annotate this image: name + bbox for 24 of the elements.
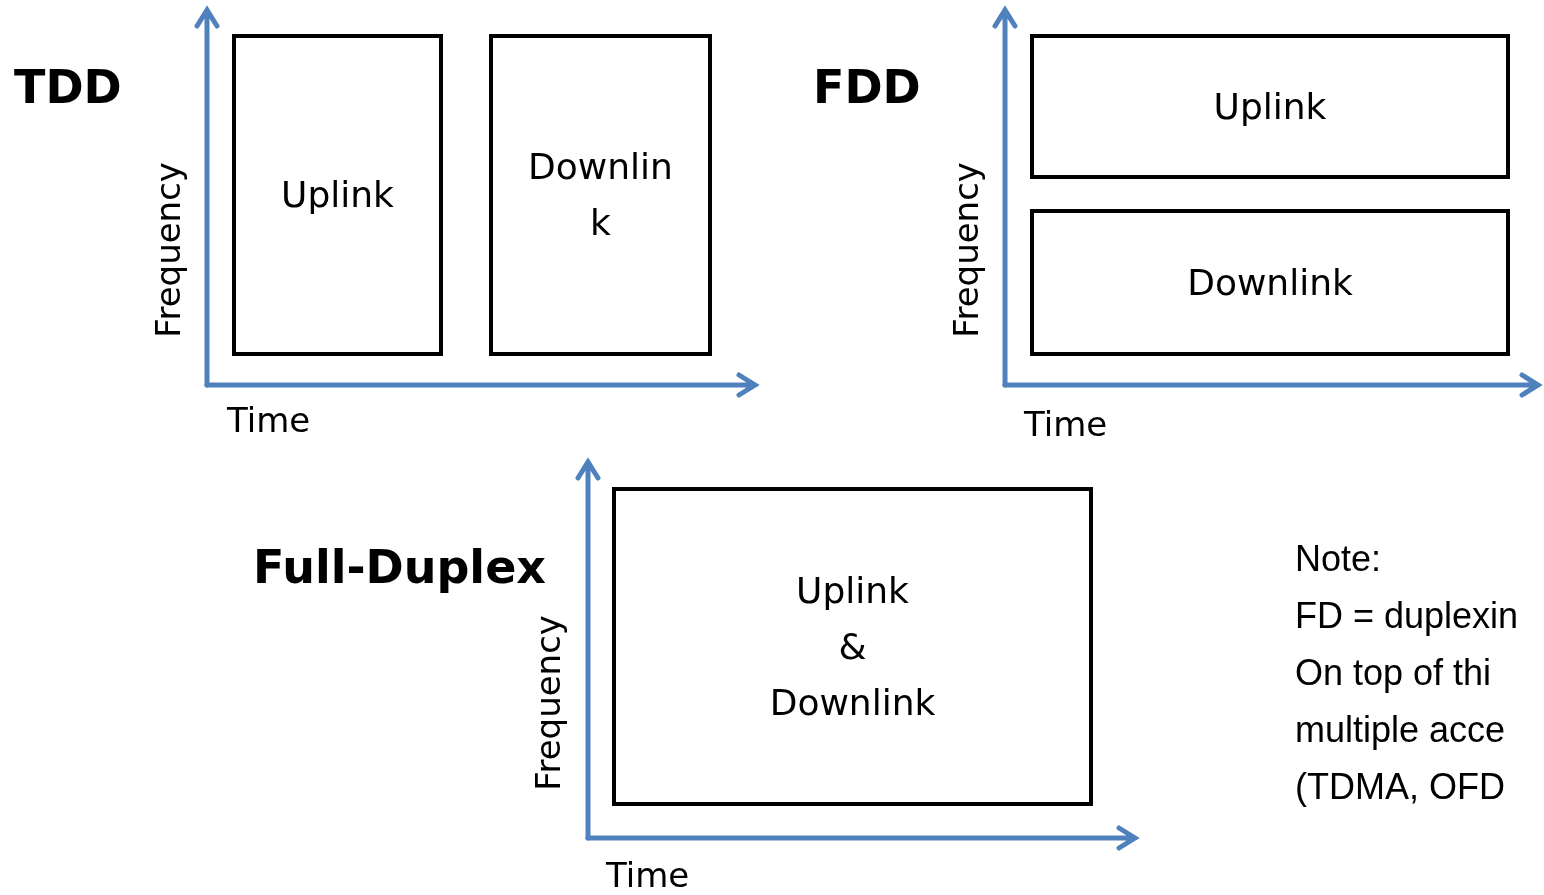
note-text: (TDMA, OFD [1295, 766, 1505, 808]
box-label: Uplink [1213, 84, 1327, 129]
band-box [232, 34, 443, 356]
axis-label: Frequency [946, 162, 986, 338]
note-text: multiple acce [1295, 709, 1506, 751]
band-box [1030, 209, 1510, 356]
panel-title: TDD [14, 60, 122, 114]
box-label: Uplink & Downlink [769, 568, 936, 725]
box-label: Downlink [527, 145, 674, 245]
band-box [1030, 34, 1510, 179]
panel-title: Full-Duplex [253, 540, 546, 594]
panel-title: FDD [813, 60, 921, 114]
axis-label: Time [227, 400, 311, 440]
axis-label: Time [606, 855, 690, 895]
note-text: FD = duplexin [1295, 595, 1519, 637]
box-label: Uplink [281, 173, 394, 217]
box-label: Downlink [1187, 260, 1353, 305]
band-box [612, 487, 1093, 806]
axis-label: Frequency [148, 162, 188, 338]
axis-label: Time [1024, 404, 1108, 444]
note-text: Note: [1295, 538, 1382, 580]
note-text: On top of thi [1295, 652, 1492, 694]
band-box [489, 34, 712, 356]
axis-label: Frequency [528, 615, 568, 791]
